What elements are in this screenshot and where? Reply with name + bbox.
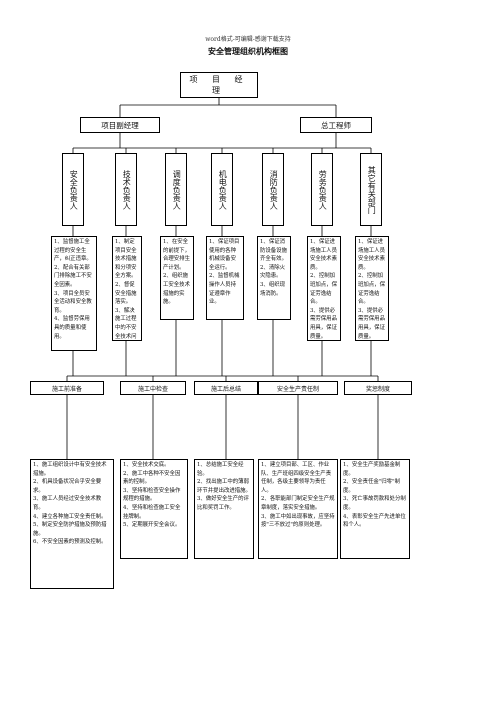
duty-item: 3、提供必需劳保用品用具，保证质量。 <box>310 307 337 340</box>
dept-labor-box: 劳务负责人 <box>311 153 333 226</box>
chart-title: 安全管理组织机构框图 <box>208 46 288 56</box>
deputy-manager-box: 项目副经理 <box>80 117 160 133</box>
stage-pre-construction-duties: 1、施工组织设计中有安全技术措施。 2、机具设备状况合乎安全要求。 3、施工人员… <box>30 459 114 589</box>
duty-item: 4、坚持和检查施工安全挂牌制。 <box>123 504 181 520</box>
dept-safety-label: 安全负责人 <box>69 169 79 210</box>
duty-item: 2、机具设备状况合乎安全要求。 <box>33 479 102 494</box>
dept-technical-box: 技术负责人 <box>115 153 137 226</box>
duty-item: 1、建立项目部、工区、作业队、生产班组四级安全生产责任制，各级主要领导为责任人。 <box>261 462 332 494</box>
duty-item: 3、项目全员安全活动和安全教育。 <box>54 290 92 314</box>
dept-technical-label: 技术负责人 <box>122 169 132 210</box>
duty-item: 2、施工中各种不安全因素的控制。 <box>123 470 181 486</box>
project-manager-box: 项 目 经 理 <box>180 72 258 98</box>
duty-item: 3、坚持和检查安全操作规程的措施。 <box>123 487 181 503</box>
duty-item: 1、保证项目使用的各种机械设备安全运行。 <box>209 239 240 271</box>
stage-pre-construction-box: 施工前准备 <box>30 381 104 395</box>
duty-item: 1、施工组织设计中有安全技术措施。 <box>33 462 107 477</box>
stage-responsibility-duties: 1、建立项目部、工区、作业队、生产班组四级安全生产责任制，各级主要领导为责任人。… <box>258 459 338 559</box>
duty-item: 2、配合有关部门排除施工不安全因素。 <box>54 264 92 288</box>
duty-item: 1、保证进场施工人员安全技术素质。 <box>358 239 385 271</box>
duty-item: 1、在安全的前提下，合理安排生产计划。 <box>163 239 190 271</box>
duty-item: 2、清除火灾隐患。 <box>260 264 285 280</box>
duty-item: 2、控制加班加点，保证劳逸结合。 <box>310 273 337 306</box>
dept-safety-duties: 1、监督施工全过程的安全生产，纠正违章。 2、配合有关部门排除施工不安全因素。 … <box>51 236 97 351</box>
dept-labor-label: 劳务负责人 <box>318 169 328 210</box>
duty-item: 1、安全生产奖励基金制度。 <box>343 462 401 477</box>
duty-item: 5、定期展开安全会议。 <box>123 522 181 529</box>
duty-item: 2、安全责任金"归零"制度。 <box>343 479 400 494</box>
dept-dispatch-box: 调度负责人 <box>165 153 187 226</box>
duty-item: 1、制定项目安全技术措施和分项安全方案。 <box>115 239 137 280</box>
duty-item: 2、组织施工安全技术措施的实施。 <box>163 273 190 306</box>
duty-item: 1、保证消防设备设施齐全有效。 <box>260 239 287 263</box>
dept-labor-duties: 1、保证进场施工人员安全技术素质。 2、控制加班加点，保证劳逸结合。 3、提供必… <box>307 236 341 341</box>
duty-item: 3、解决施工过程中的不安全技术问题。 <box>115 307 137 340</box>
duty-item: 4、监督劳保用具的质量和使用。 <box>54 316 90 340</box>
duty-item: 1、保证进场施工人员安全技术素质。 <box>310 239 337 271</box>
dept-other-label: 其它有关部门 <box>367 165 377 214</box>
dept-mechanical-duties: 1、保证项目使用的各种机械设备安全运行。 2、监督机械操作人员持证遵章作业。 <box>206 236 244 320</box>
duty-item: 4、建立各种施工安全责任制。 <box>33 513 107 520</box>
duty-item: 2、督促安全措施落实。 <box>115 281 137 306</box>
duty-item: 3、死亡事故罚款和处分制度。 <box>343 496 406 511</box>
dept-safety-box: 安全负责人 <box>62 153 84 226</box>
duty-item: 3、提供必需劳保用品用具，保证质量。 <box>358 307 385 340</box>
dept-dispatch-duties: 1、在安全的前提下，合理安排生产计划。 2、组织施工安全技术措施的实施。 <box>160 236 194 320</box>
duty-item: 1、安全技术交底。 <box>123 462 170 468</box>
duty-item: 2、控制加班加点，保证劳逸结合。 <box>358 273 385 306</box>
dept-fire-label: 消防负责人 <box>269 169 279 210</box>
dept-fire-box: 消防负责人 <box>262 153 284 226</box>
dept-fire-duties: 1、保证消防设备设施齐全有效。 2、清除火灾隐患。 3、组织现场消防。 <box>257 236 291 320</box>
dept-dispatch-label: 调度负责人 <box>172 169 182 210</box>
duty-item: 3、做好安全生产的评比和奖罚工作。 <box>197 496 249 511</box>
duty-item: 5、制定安全防护措施及预防措施。 <box>33 522 107 537</box>
stage-reward-penalty-box: 奖惩制度 <box>344 381 412 395</box>
stage-post-construction-box: 施工后总结 <box>194 381 258 395</box>
dept-mechanical-box: 机电负责人 <box>211 153 233 226</box>
page-header-note: word格式-可编辑-感谢下载支持 <box>205 36 291 43</box>
duty-item: 6、不安全因素的预测及控制。 <box>33 539 107 546</box>
duty-item: 3、施工人员经过安全技术教育。 <box>33 496 102 511</box>
dept-other-duties: 1、保证进场施工人员安全技术素质。 2、控制加班加点，保证劳逸结合。 3、提供必… <box>355 236 389 341</box>
duty-item: 2、监督机械操作人员持证遵章作业。 <box>209 273 240 306</box>
stage-post-construction-duties: 1、总结施工安全经验。 2、找出施工中的薄弱环节并提出改进措施。 3、做好安全生… <box>194 459 254 559</box>
duty-item: 2、各职能部门制定安全生产规章制度，落实安全措施。 <box>261 496 335 511</box>
duty-item: 1、监督施工全过程的安全生产，纠正违章。 <box>54 239 92 263</box>
stage-in-construction-duties: 1、安全技术交底。 2、施工中各种不安全因素的控制。 3、坚持和检查安全操作规程… <box>120 459 188 559</box>
duty-item: 4、表彰安全生产先进单位和个人。 <box>343 513 406 529</box>
duty-item: 1、总结施工安全经验。 <box>197 462 244 477</box>
dept-technical-duties: 1、制定项目安全技术措施和分项安全方案。 2、督促安全措施落实。 3、解决施工过… <box>112 236 142 341</box>
duty-item: 3、施工中如出现事故，应坚持按"三不放过"的原则处理。 <box>261 513 335 529</box>
dept-other-box: 其它有关部门 <box>360 153 382 226</box>
dept-mechanical-label: 机电负责人 <box>218 169 228 210</box>
duty-item: 2、找出施工中的薄弱环节并提出改进措施。 <box>197 479 251 494</box>
stage-in-construction-box: 施工中检查 <box>120 381 186 395</box>
duty-item: 3、组织现场消防。 <box>260 281 285 297</box>
chief-engineer-box: 总工程师 <box>300 117 372 133</box>
stage-reward-penalty-duties: 1、安全生产奖励基金制度。 2、安全责任金"归零"制度。 3、死亡事故罚款和处分… <box>340 459 410 559</box>
stage-responsibility-box: 安全生产责任制 <box>258 381 338 395</box>
